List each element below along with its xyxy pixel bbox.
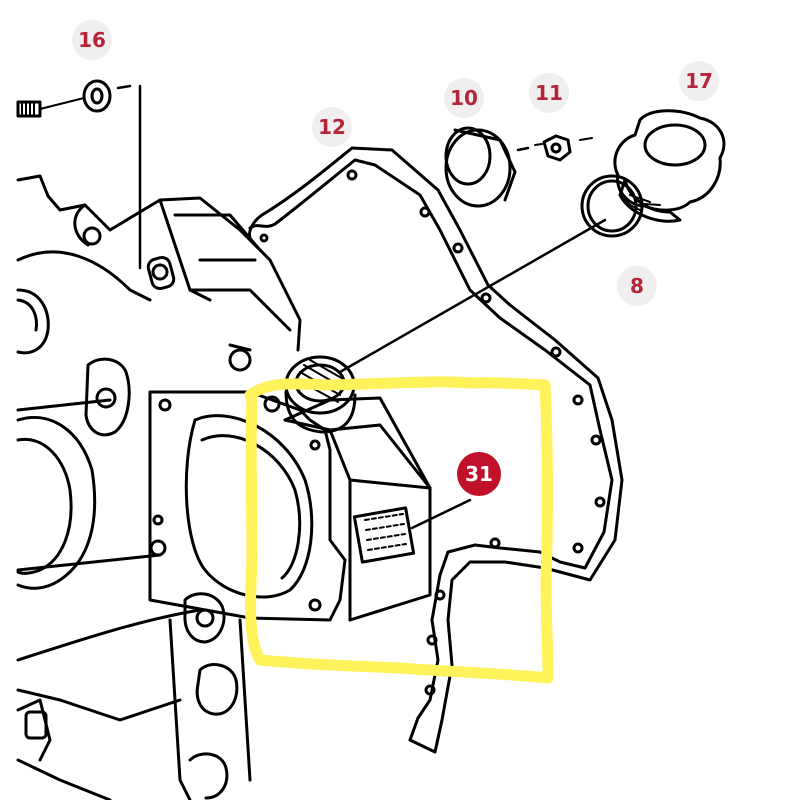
- assembly-line: [338, 218, 607, 374]
- o-ring-8: [580, 174, 644, 238]
- highlight-outline: [244, 376, 554, 684]
- filler-cap-17: [613, 109, 726, 223]
- bolt-16: [16, 79, 142, 270]
- callout-12[interactable]: 12: [312, 107, 352, 147]
- callout-11[interactable]: 11: [529, 73, 569, 113]
- oil-seal-10: [444, 126, 530, 208]
- callout-17[interactable]: 17: [679, 61, 719, 101]
- callout-16[interactable]: 16: [72, 20, 112, 60]
- callout-31[interactable]: 31: [457, 452, 501, 496]
- callout-10[interactable]: 10: [444, 78, 484, 118]
- nut-11: [534, 134, 593, 162]
- callout-8[interactable]: 8: [617, 266, 657, 306]
- timing-cover-housing: [16, 174, 302, 800]
- gasket-12: [248, 146, 624, 754]
